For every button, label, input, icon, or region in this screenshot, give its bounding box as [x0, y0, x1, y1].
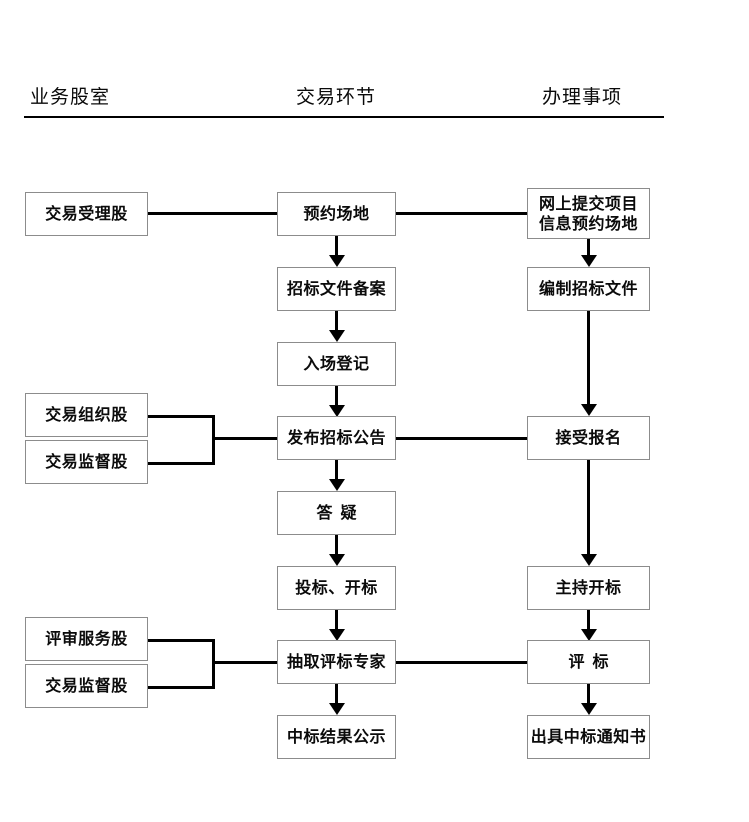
box-step-publish-notice[interactable]: 发布招标公告 [277, 416, 396, 460]
connector-registration-to-opening [587, 460, 590, 556]
bracket1-bottom-stub [148, 462, 215, 465]
box-dept-acceptance[interactable]: 交易受理股 [25, 192, 148, 236]
box-task-issue-notice-label: 出具中标通知书 [530, 727, 647, 746]
box-step-publish-notice-label: 发布招标公告 [286, 428, 386, 447]
connector-entry-to-publish [335, 386, 338, 407]
box-task-host-opening[interactable]: 主持开标 [527, 566, 650, 610]
arrowhead-to-publicity [329, 703, 345, 715]
arrowhead-to-evaluate [581, 629, 597, 641]
connector-evaluate-to-issue [587, 684, 590, 705]
column-header-transaction-step: 交易环节 [296, 86, 377, 108]
bracket1-top-stub [148, 415, 215, 418]
arrowhead-to-experts [329, 629, 345, 641]
box-step-entry-register-label: 入场登记 [303, 354, 370, 373]
arrowhead-to-registration [581, 404, 597, 416]
box-step-entry-register[interactable]: 入场登记 [277, 342, 396, 386]
box-step-reserve-venue[interactable]: 预约场地 [277, 192, 396, 236]
box-task-accept-registration-label: 接受报名 [555, 428, 622, 447]
box-dept-acceptance-label: 交易受理股 [45, 204, 128, 223]
connector-qa-to-bid [335, 535, 338, 556]
connector-experts-to-evaluate [396, 661, 529, 664]
column-header-business-section: 业务股室 [30, 86, 111, 108]
box-task-prepare-docs[interactable]: 编制招标文件 [527, 267, 650, 311]
arrowhead-to-record [329, 255, 345, 267]
bracket2-spine [212, 639, 215, 689]
box-task-evaluate-label: 评标 [568, 652, 617, 671]
connector-bid-to-experts [335, 610, 338, 631]
box-dept-review-service-label: 评审服务股 [45, 629, 128, 648]
column-header-row: 业务股室 交易环节 办理事项 [24, 82, 664, 118]
box-dept-supervision-1[interactable]: 交易监督股 [25, 440, 148, 484]
box-dept-supervision-2-label: 交易监督股 [45, 676, 128, 695]
column-header-handling-matter: 办理事项 [542, 86, 623, 108]
box-dept-organization[interactable]: 交易组织股 [25, 393, 148, 437]
box-task-accept-registration[interactable]: 接受报名 [527, 416, 650, 460]
connector-opening-to-evaluate [587, 610, 590, 631]
box-step-file-record[interactable]: 招标文件备案 [277, 267, 396, 311]
box-step-result-publicity[interactable]: 中标结果公示 [277, 715, 396, 759]
box-task-issue-notice[interactable]: 出具中标通知书 [527, 715, 650, 759]
connector-experts-to-publicity [335, 684, 338, 705]
box-task-online-submit-line2: 信息预约场地 [538, 213, 638, 233]
connector-record-to-entry [335, 311, 338, 332]
bracket2-to-experts [212, 661, 279, 664]
box-dept-supervision-1-label: 交易监督股 [45, 452, 128, 471]
box-step-reserve-venue-label: 预约场地 [303, 204, 370, 223]
bracket2-bottom-stub [148, 686, 215, 689]
connector-publish-to-registration [396, 437, 529, 440]
connector-reserve-to-online-submit [396, 212, 529, 215]
arrowhead-to-opening [581, 554, 597, 566]
box-step-bid-open[interactable]: 投标、开标 [277, 566, 396, 610]
arrowhead-to-prepare [581, 255, 597, 267]
box-dept-organization-label: 交易组织股 [45, 405, 128, 424]
box-step-file-record-label: 招标文件备案 [286, 279, 386, 298]
box-dept-supervision-2[interactable]: 交易监督股 [25, 664, 148, 708]
connector-publish-to-qa [335, 460, 338, 481]
box-step-bid-open-label: 投标、开标 [295, 578, 378, 597]
box-task-evaluate[interactable]: 评标 [527, 640, 650, 684]
bracket2-top-stub [148, 639, 215, 642]
box-step-draw-experts-label: 抽取评标专家 [286, 652, 386, 671]
bracket1-spine [212, 415, 215, 465]
box-task-online-submit-line1: 网上提交项目 [538, 193, 638, 213]
arrowhead-to-qa [329, 479, 345, 491]
box-dept-review-service[interactable]: 评审服务股 [25, 617, 148, 661]
box-task-prepare-docs-label: 编制招标文件 [538, 279, 638, 298]
arrowhead-to-entry [329, 330, 345, 342]
connector-reserve-to-record [335, 236, 338, 257]
bracket1-to-publish [212, 437, 279, 440]
box-step-qa[interactable]: 答疑 [277, 491, 396, 535]
connector-acceptance-to-reserve [148, 212, 279, 215]
arrowhead-to-bid [329, 554, 345, 566]
connector-prepare-to-registration [587, 311, 590, 406]
arrowhead-to-publish [329, 405, 345, 417]
box-step-draw-experts[interactable]: 抽取评标专家 [277, 640, 396, 684]
connector-online-to-prepare [587, 239, 590, 257]
box-task-host-opening-label: 主持开标 [555, 578, 622, 597]
box-step-qa-label: 答疑 [316, 503, 365, 522]
box-step-result-publicity-label: 中标结果公示 [286, 727, 386, 746]
arrowhead-to-issue [581, 703, 597, 715]
box-task-online-submit[interactable]: 网上提交项目 信息预约场地 [527, 188, 650, 239]
